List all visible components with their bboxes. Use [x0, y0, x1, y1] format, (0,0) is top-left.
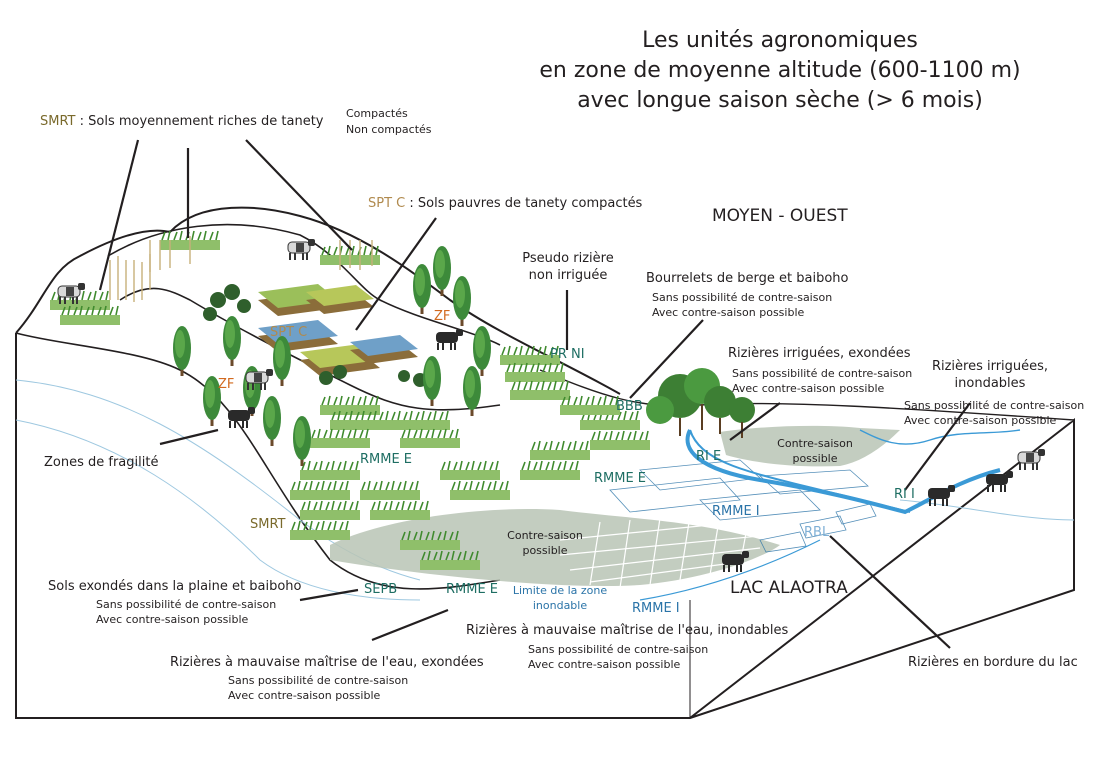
contre-saison-plain-line2: possible: [522, 544, 568, 557]
map-label-smrt: SMRT: [250, 517, 286, 532]
callout-rii-sans: Sans possibilité de contre-saison: [904, 399, 1085, 412]
contre-saison-ri-line2: possible: [792, 452, 838, 465]
map-label-sepb: SEPB: [364, 582, 398, 597]
page-title: Les unités agronomiques en zone de moyen…: [520, 26, 1040, 116]
map-label-rmme-i-2: RMME I: [632, 601, 680, 616]
title-line-1: Les unités agronomiques: [642, 28, 918, 53]
paddy-grid: [559, 511, 771, 589]
callout-rmme-exond-title: Rizières à mauvaise maîtrise de l'eau, e…: [170, 655, 484, 670]
callout-rii-avec: Avec contre-saison possible: [904, 414, 1057, 427]
limite-line1: Limite de la zone: [512, 584, 608, 597]
contre-saison-zone-ri: [720, 425, 900, 467]
map-label-rmme-i-1: RMME I: [712, 504, 760, 519]
callout-bourrelets-title: Bourrelets de berge et baiboho: [646, 271, 849, 286]
map-label-limite-inondable: Limite de la zone inondable: [505, 583, 615, 613]
map-label-rmme-e-2: RMME E: [594, 471, 647, 486]
callout-bordure-lac: Rizières en bordure du lac: [908, 655, 1078, 670]
legend-sptc-code: SPT C: [368, 196, 406, 211]
callout-pseudo-line1: Pseudo rizière: [522, 251, 614, 266]
callout-fragilite: Zones de fragilité: [44, 455, 159, 470]
legend-sptc: SPT C : Sols pauvres de tanety compactés: [368, 195, 642, 212]
callout-sols-exondes-title: Sols exondés dans la plaine et baiboho: [48, 579, 302, 594]
legend-non-compactes: Non compactés: [346, 123, 432, 136]
legend-compactes: Compactés: [346, 107, 408, 120]
title-line-2: en zone de moyenne altitude (600-1100 m): [539, 58, 1021, 83]
callout-rii-title: Rizières irriguées, inondables: [910, 358, 1070, 392]
legend-smrt-code: SMRT: [40, 114, 76, 129]
legend-smrt-desc: : Sols moyennement riches de tanety: [75, 114, 324, 129]
dryland-plots: [203, 284, 427, 387]
callout-rie-sans: Sans possibilité de contre-saison: [732, 367, 913, 380]
legend-sptc-desc: : Sols pauvres de tanety compactés: [405, 196, 643, 211]
map-label-rmme-e-3: RMME E: [446, 582, 499, 597]
callout-rmme-exond-avec: Avec contre-saison possible: [228, 689, 381, 702]
region-moyen-ouest: MOYEN - OUEST: [712, 206, 848, 226]
callout-pseudo-riziere: Pseudo rizière non irriguée: [498, 250, 638, 284]
callout-bourrelets-avec: Avec contre-saison possible: [652, 306, 805, 319]
map-label-contre-saison-ri: Contre-saison possible: [770, 436, 860, 466]
callout-sols-exondes-avec: Avec contre-saison possible: [96, 613, 249, 626]
map-label-rmme-e-1: RMME E: [360, 452, 413, 467]
region-lac-alaotra: LAC ALAOTRA: [730, 578, 848, 598]
callout-rii-line1: Rizières irriguées,: [931, 359, 1049, 374]
callout-rie-avec: Avec contre-saison possible: [732, 382, 885, 395]
callout-bourrelets-sans: Sans possibilité de contre-saison: [652, 291, 833, 304]
title-line-3: avec longue saison sèche (> 6 mois): [577, 88, 983, 113]
map-label-bbb: BBB: [616, 399, 643, 414]
contre-saison-plain-line1: Contre-saison: [507, 529, 583, 542]
callout-rmme-inond-title: Rizières à mauvaise maîtrise de l'eau, i…: [466, 623, 789, 638]
map-label-rii: RI I: [894, 487, 915, 502]
map-label-contre-saison-plain: Contre-saison possible: [500, 528, 590, 558]
map-label-zf-upper: ZF: [434, 309, 451, 324]
map-label-zf-lower: ZF: [218, 377, 235, 392]
callout-rie-title: Rizières irriguées, exondées: [728, 346, 911, 361]
map-label-prni: PR NI: [550, 347, 585, 362]
callout-pseudo-line2: non irriguée: [528, 268, 608, 283]
tree-cluster-icon: [646, 368, 755, 438]
map-label-rbl: RBL: [804, 525, 830, 540]
callout-rmme-inond-avec: Avec contre-saison possible: [528, 658, 681, 671]
callout-sols-exondes-sans: Sans possibilité de contre-saison: [96, 598, 277, 611]
limite-line2: inondable: [532, 599, 588, 612]
maize-icon: [109, 236, 373, 302]
callout-rmme-inond-sans: Sans possibilité de contre-saison: [528, 643, 709, 656]
contre-saison-ri-line1: Contre-saison: [777, 437, 853, 450]
leader-lines: [98, 139, 971, 649]
legend-smrt: SMRT : Sols moyennement riches de tanety: [40, 113, 324, 130]
map-label-rie: RI E: [696, 449, 722, 464]
callout-rmme-exond-sans: Sans possibilité de contre-saison: [228, 674, 409, 687]
map-label-sptc: SPT C: [270, 325, 308, 340]
callout-rii-line2: inondables: [954, 376, 1026, 391]
